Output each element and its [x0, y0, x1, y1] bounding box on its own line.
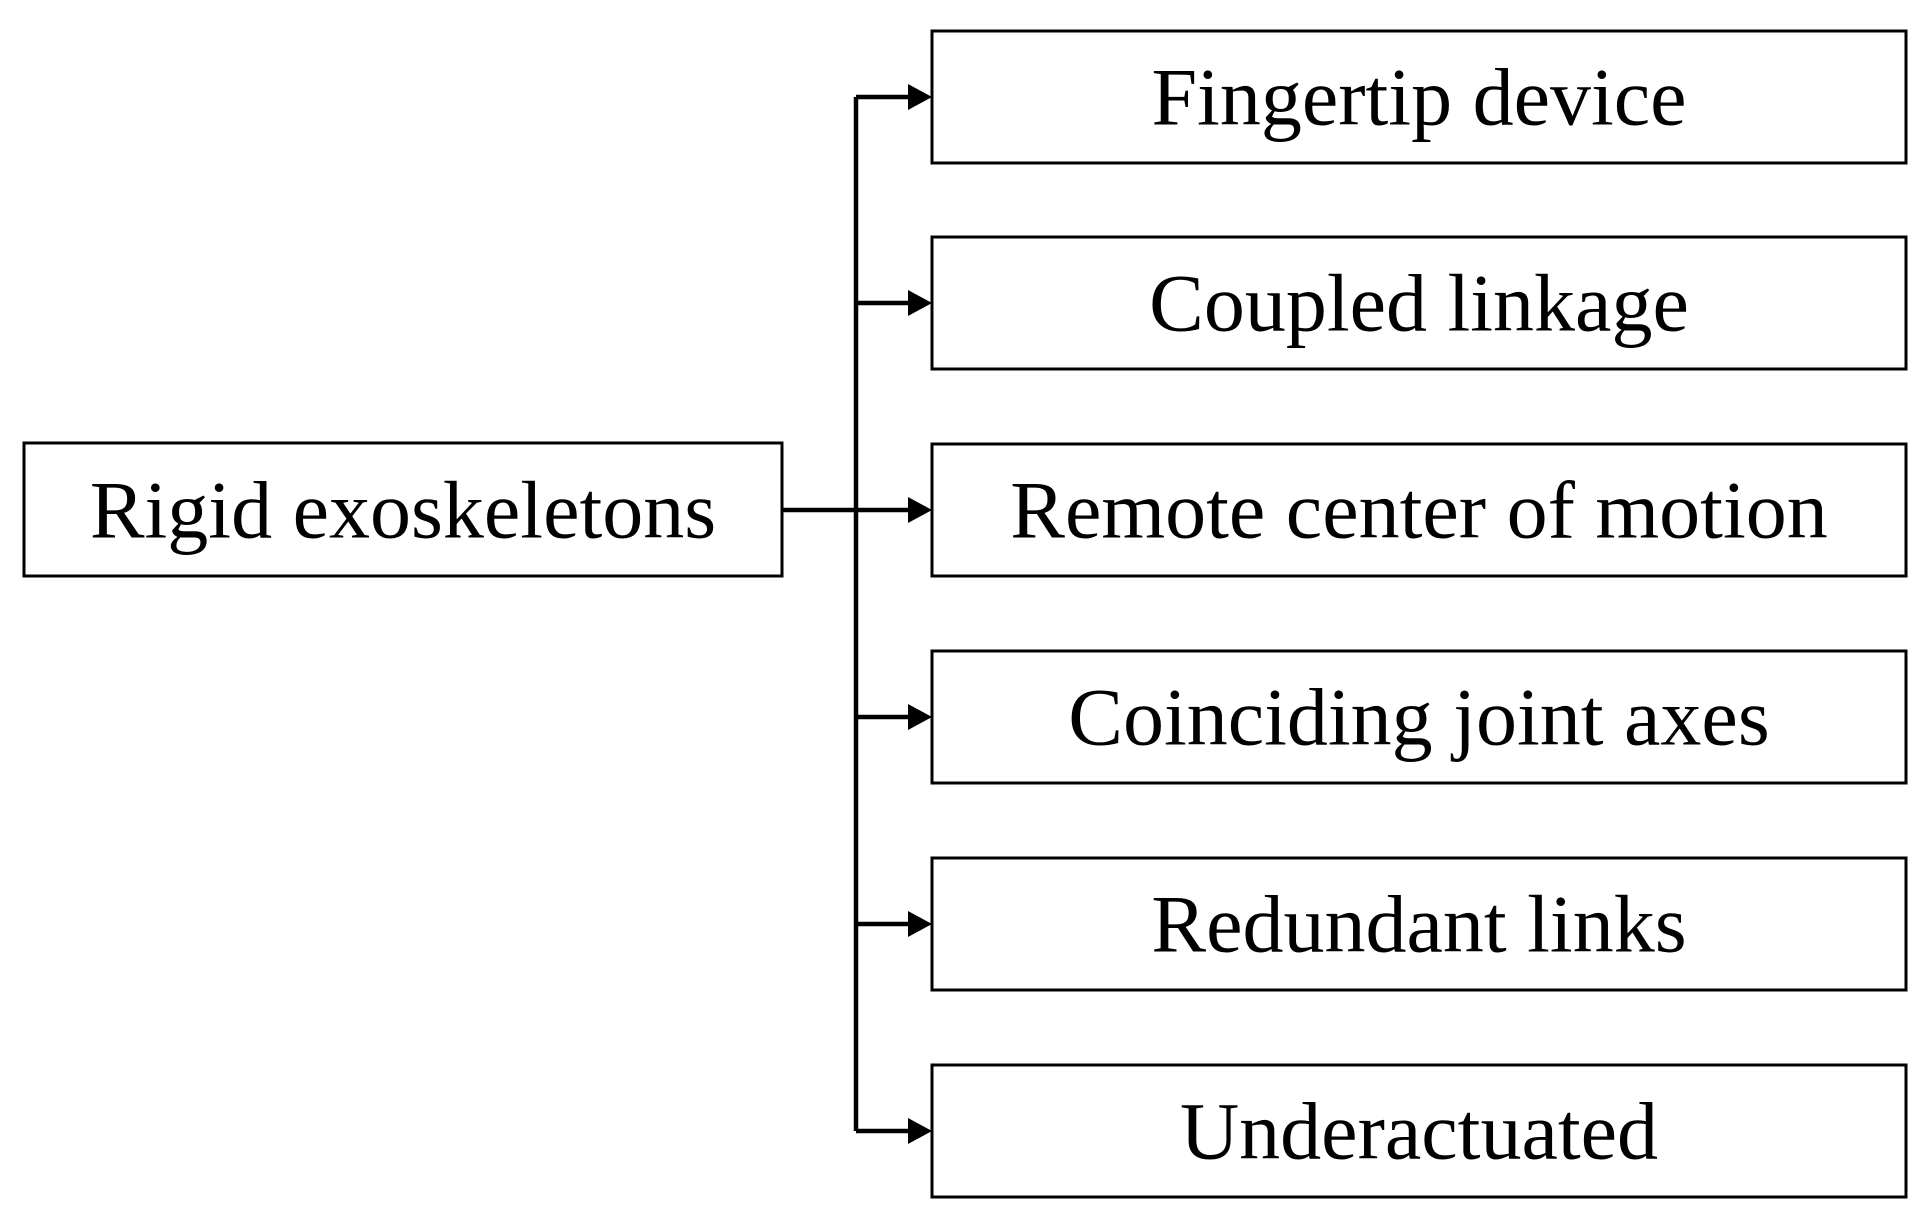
child-label-underactuated: Underactuated [1180, 1086, 1658, 1177]
child-label-remote-center-of-motion: Remote center of motion [1010, 465, 1827, 556]
connectors [782, 84, 932, 1144]
arrowhead-coinciding-joint-axes [908, 704, 932, 730]
arrowhead-coupled-linkage [908, 290, 932, 316]
arrowhead-remote-center-of-motion [908, 497, 932, 523]
arrowhead-fingertip-device [908, 84, 932, 110]
child-node-redundant-links: Redundant links [930, 856, 1908, 992]
root-label: Rigid exoskeletons [90, 465, 716, 556]
child-node-coupled-linkage: Coupled linkage [930, 235, 1908, 371]
arrowhead-redundant-links [908, 911, 932, 937]
child-node-fingertip-device: Fingertip device [930, 29, 1908, 165]
child-box-remote-center-of-motion [930, 442, 1908, 578]
child-box-coinciding-joint-axes [930, 649, 1908, 785]
child-node-remote-center-of-motion: Remote center of motion [930, 442, 1908, 578]
child-label-fingertip-device: Fingertip device [1151, 52, 1686, 143]
root-node: Rigid exoskeletons [22, 441, 784, 578]
child-node-coinciding-joint-axes: Coinciding joint axes [930, 649, 1908, 785]
child-label-coinciding-joint-axes: Coinciding joint axes [1068, 672, 1769, 763]
child-label-redundant-links: Redundant links [1151, 879, 1686, 970]
child-box-fingertip-device [930, 29, 1908, 165]
child-box-redundant-links [930, 856, 1908, 992]
root-box [22, 441, 784, 578]
arrowhead-underactuated [908, 1118, 932, 1144]
child-node-underactuated: Underactuated [930, 1063, 1908, 1199]
child-box-underactuated [930, 1063, 1908, 1199]
child-label-coupled-linkage: Coupled linkage [1149, 258, 1689, 349]
child-box-coupled-linkage [930, 235, 1908, 371]
